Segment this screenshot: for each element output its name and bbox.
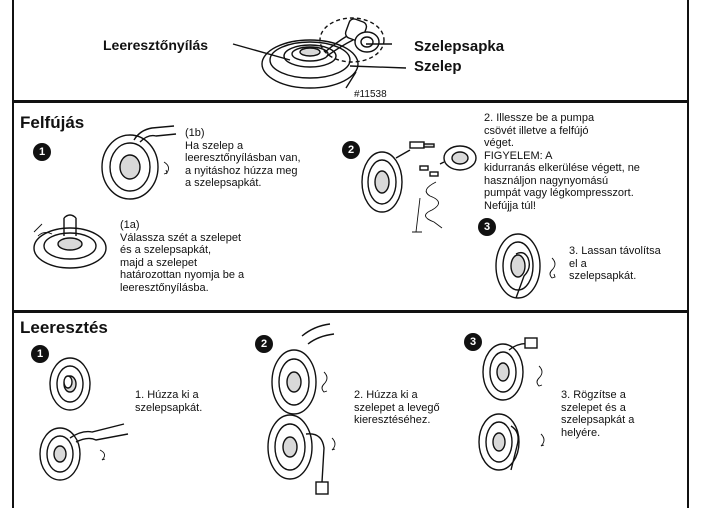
- deflate-step2-text: 2. Húzza ki a szelepet a levegő kiereszt…: [354, 389, 440, 427]
- divider-middle: [12, 310, 689, 313]
- inflate-step3-text: 3. Lassan távolítsa el a szelepsapkát.: [569, 245, 661, 283]
- deflate-step2-illustration: [262, 322, 362, 502]
- inflate-step2-badge: 2: [342, 141, 360, 159]
- drain-label: Leeresztőnyílás: [103, 37, 208, 53]
- inflate-step2-pump-illustration: [360, 132, 480, 242]
- deflate-step3-illustration: [475, 338, 565, 478]
- inflate-step1a-text: (1a) Válassza szét a szelepet és a szele…: [120, 219, 244, 294]
- inflate-step2-text: 2. Illessze be a pumpa csövét illetve a …: [484, 112, 640, 212]
- deflate-step1-text: 1. Húzza ki a szelepsapkát.: [135, 389, 202, 414]
- inflate-step1b-text: (1b) Ha szelep a leeresztőnyílásban van,…: [185, 127, 301, 190]
- inflate-step1b-illustration: [100, 122, 180, 202]
- divider-top: [12, 100, 689, 103]
- deflate-heading: Leeresztés: [20, 318, 108, 338]
- inflate-heading: Felfújás: [20, 113, 84, 133]
- inflate-step1-badge: 1: [33, 143, 51, 161]
- valve-cap-label: Szelepsapka: [414, 38, 504, 55]
- deflate-step3-text: 3. Rögzítse a szelepet és a szelepsapkát…: [561, 389, 634, 439]
- valve-label: Szelep: [414, 58, 462, 75]
- inflate-step1a-illustration: [30, 212, 110, 272]
- inflate-step3-illustration: [494, 228, 574, 308]
- deflate-step1-illustration: [30, 354, 140, 484]
